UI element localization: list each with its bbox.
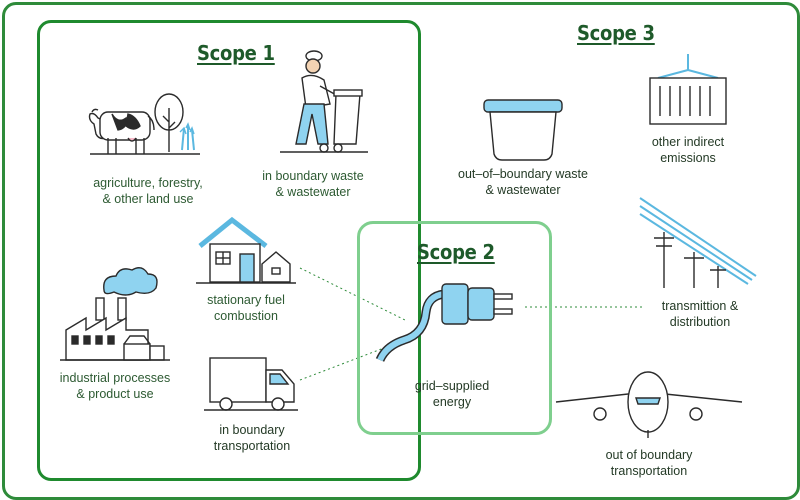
scope2-title: Scope 2 bbox=[417, 240, 495, 264]
scope3-title: Scope 3 bbox=[577, 21, 655, 45]
connector-truck-to-plug bbox=[299, 339, 406, 381]
factory-icon bbox=[60, 267, 170, 361]
label-industrial: industrial processes& product use bbox=[59, 371, 171, 401]
container-icon bbox=[649, 54, 727, 125]
plug-icon bbox=[375, 283, 513, 362]
truck-icon bbox=[204, 357, 298, 411]
label-in-boundary-waste: in boundary waste& wastewater bbox=[262, 169, 364, 199]
scope1-frame bbox=[37, 20, 421, 481]
scope2-frame bbox=[357, 221, 552, 435]
airplane-icon bbox=[555, 371, 743, 438]
cow-icon bbox=[88, 108, 155, 154]
tree-icon bbox=[90, 93, 200, 155]
power-line-icon bbox=[639, 197, 757, 288]
label-transmission: transmittion &distribution bbox=[661, 299, 739, 329]
bin-icon bbox=[483, 99, 563, 161]
house-icon bbox=[196, 216, 296, 284]
scope1-title: Scope 1 bbox=[197, 41, 275, 65]
worker-bin-icon bbox=[280, 50, 368, 153]
label-out-boundary-waste: out–of–boundary waste& wastewater bbox=[458, 167, 588, 197]
label-agriculture: agriculture, forestry,& other land use bbox=[93, 176, 203, 206]
